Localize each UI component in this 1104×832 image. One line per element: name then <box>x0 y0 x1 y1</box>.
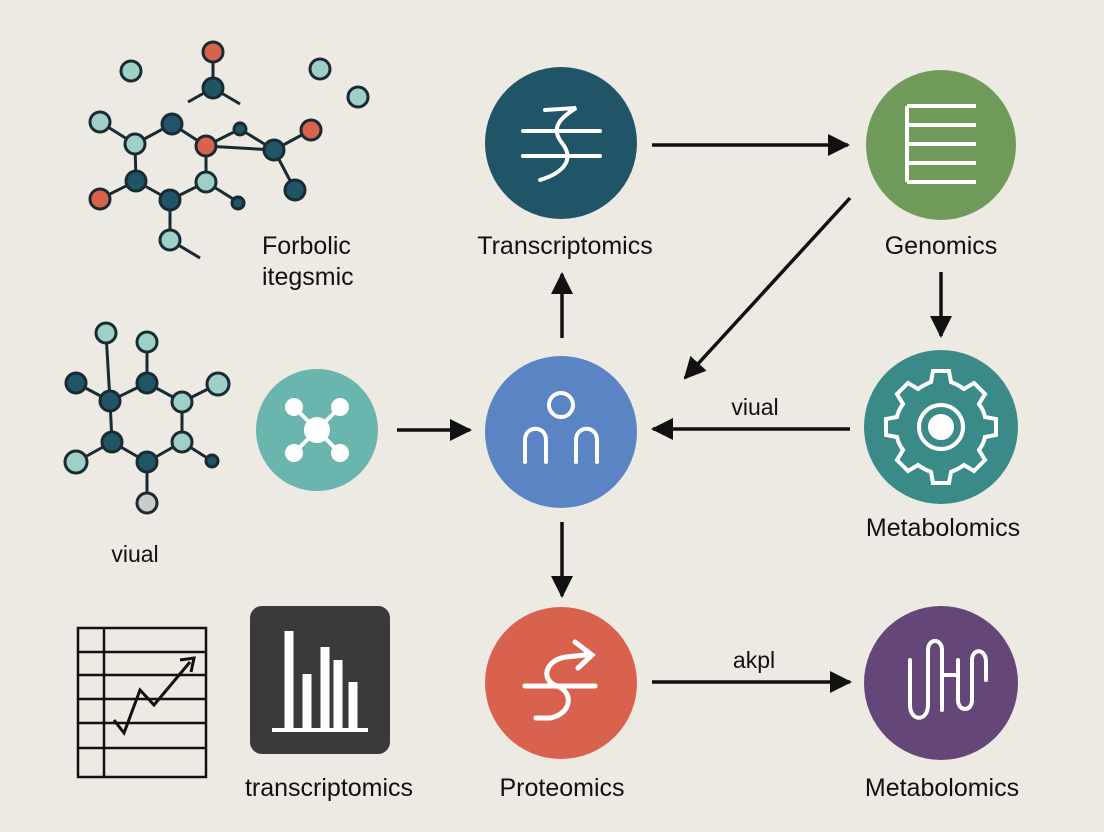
edge-label-akpl: akpl <box>732 647 776 673</box>
people-icon <box>523 391 599 464</box>
transcriptomics-label: Transcriptomics <box>477 232 653 260</box>
line-chart-icon <box>76 626 208 779</box>
metabolomics-label-1: Metabolomics <box>865 514 1021 542</box>
genomics-label: Genomics <box>884 232 998 260</box>
strand-icon <box>521 106 602 182</box>
squiggle-icon <box>908 639 988 720</box>
bar-chart-icon <box>250 606 390 754</box>
proteomics-label: Proteomics <box>499 774 625 802</box>
gear-icon <box>884 369 998 485</box>
molecule-mid-icon <box>63 321 231 515</box>
transcriptomics-node[interactable] <box>485 67 637 219</box>
arrow-genomics-center <box>683 196 852 380</box>
genomics-node[interactable] <box>866 70 1016 220</box>
proteomics-node[interactable] <box>485 607 637 759</box>
metabolomics-label-2: Metabolomics <box>864 774 1020 802</box>
arrows <box>397 134 952 693</box>
metabolomics-gear-node[interactable] <box>864 350 1018 504</box>
molecule-top-label-text: Forbolic itegsmic <box>262 232 354 291</box>
center-node[interactable] <box>485 356 637 508</box>
edge-label-viual: viual <box>731 394 779 420</box>
molecule-top-label: Forbolic itegsmic <box>262 231 354 293</box>
molecule-mid-label: viual <box>111 541 159 567</box>
list-lines-icon <box>905 104 976 184</box>
curved-arrow-icon <box>522 639 598 721</box>
network-icon <box>256 369 378 491</box>
metabolomics-purple-node[interactable] <box>864 606 1018 760</box>
molecule-top-icon <box>88 40 370 260</box>
bar-chart-label: transcriptomics <box>244 774 414 802</box>
